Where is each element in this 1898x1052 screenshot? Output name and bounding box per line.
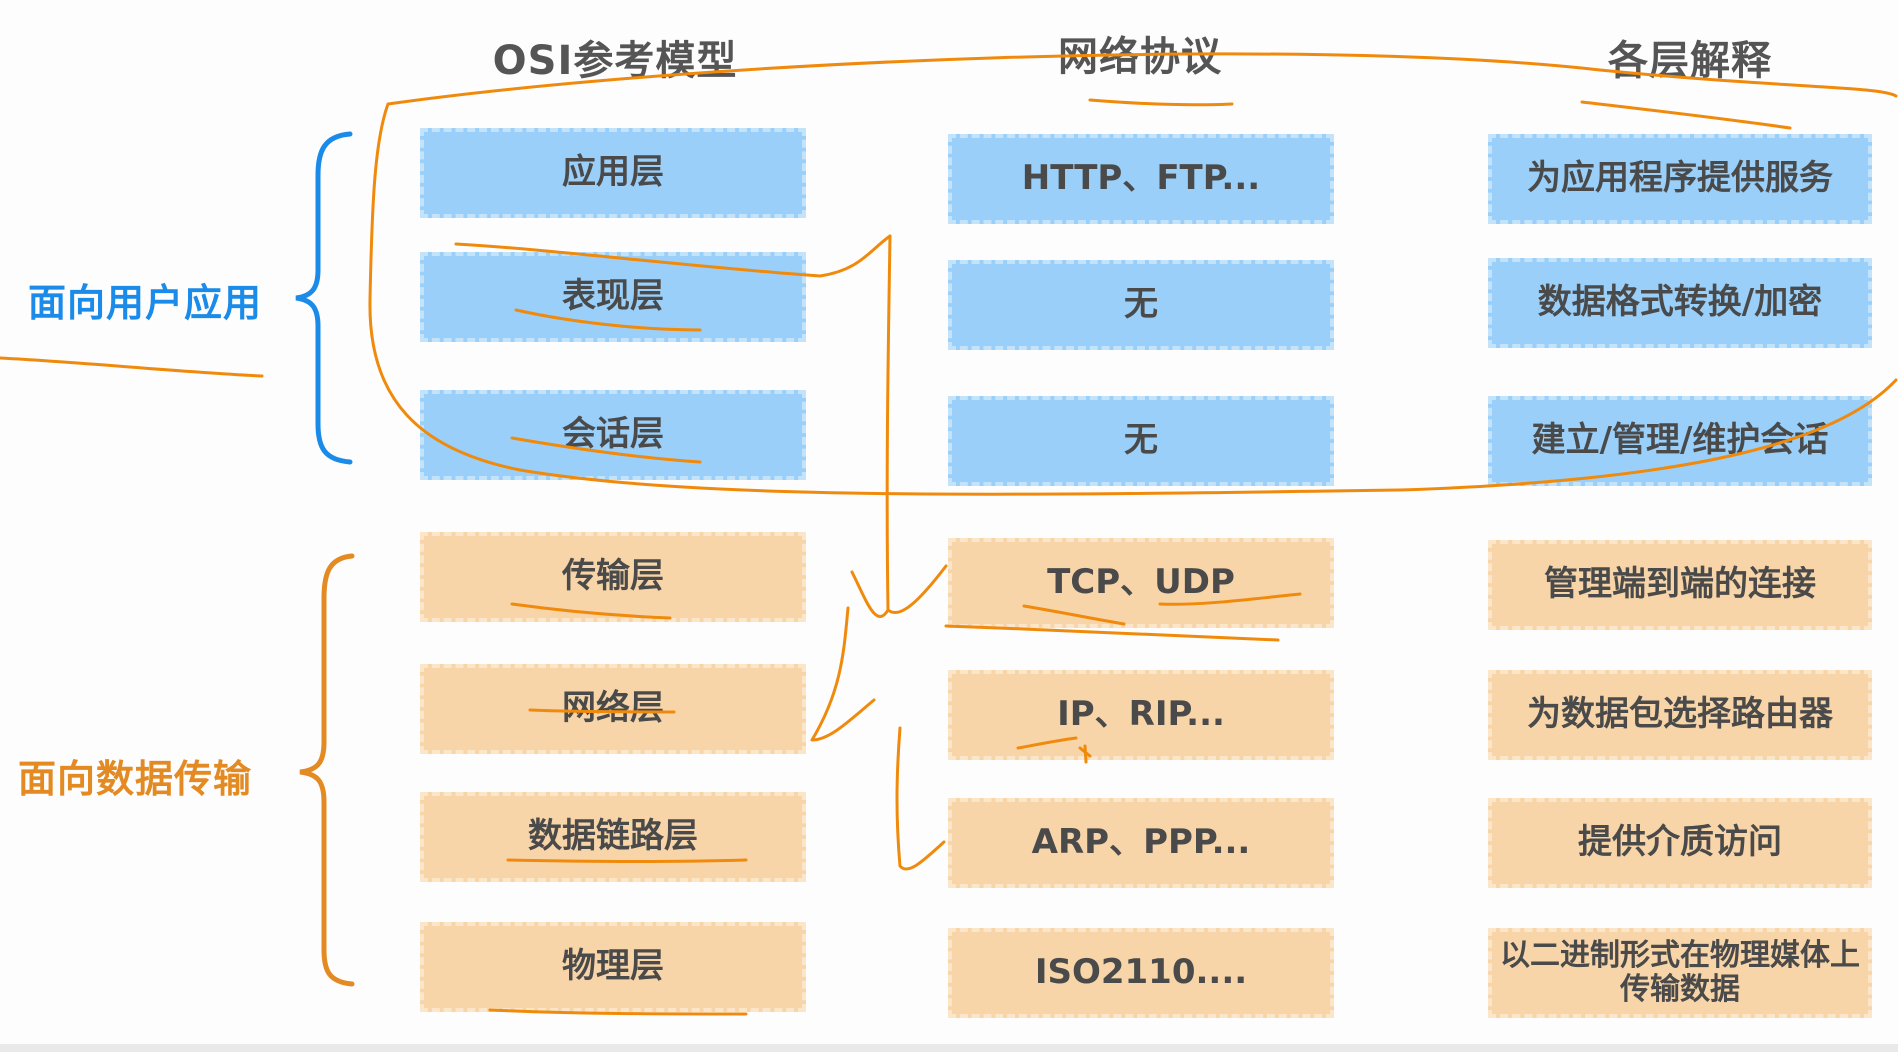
underline-explanation-header bbox=[1580, 100, 1792, 130]
arrow-to-data-link bbox=[895, 726, 946, 871]
orange-brace bbox=[299, 553, 355, 987]
protocol-session: 无 bbox=[948, 396, 1334, 486]
blue-brace bbox=[295, 131, 353, 465]
arrow-to-network bbox=[810, 606, 876, 742]
header-osi-model: OSI参考模型 bbox=[492, 38, 738, 84]
osi-layer-application: 应用层 bbox=[420, 128, 806, 218]
explanation-session: 建立/管理/维护会话 bbox=[1488, 396, 1872, 486]
bottom-bar bbox=[0, 1044, 1898, 1052]
explanation-data-link: 提供介质访问 bbox=[1488, 798, 1872, 888]
underline-tcp-udp bbox=[944, 624, 1280, 642]
explanation-transport: 管理端到端的连接 bbox=[1488, 540, 1872, 630]
osi-layer-presentation: 表现层 bbox=[420, 252, 806, 342]
osi-layer-data-link: 数据链路层 bbox=[420, 792, 806, 882]
protocol-transport: TCP、UDP bbox=[948, 538, 1334, 628]
header-layer-explanation: 各层解释 bbox=[1608, 38, 1772, 84]
osi-layer-network: 网络层 bbox=[420, 664, 806, 754]
osi-layer-physical: 物理层 bbox=[420, 922, 806, 1012]
underline-protocol-header bbox=[1088, 98, 1234, 107]
protocol-physical: ISO2110.... bbox=[948, 928, 1334, 1018]
arrow-down-to-transport bbox=[850, 234, 948, 618]
osi-layer-transport: 传输层 bbox=[420, 532, 806, 622]
protocol-presentation: 无 bbox=[948, 260, 1334, 350]
explanation-application: 为应用程序提供服务 bbox=[1488, 134, 1872, 224]
protocol-data-link: ARP、PPP... bbox=[948, 798, 1334, 888]
osi-layer-session: 会话层 bbox=[420, 390, 806, 480]
group-label-user-application: 面向用户应用 bbox=[28, 281, 263, 325]
annotation-left-stroke bbox=[0, 356, 264, 378]
header-network-protocol: 网络协议 bbox=[1058, 34, 1222, 80]
explanation-physical: 以二进制形式在物理媒体上传输数据 bbox=[1488, 928, 1872, 1018]
group-label-data-transfer: 面向数据传输 bbox=[18, 757, 253, 801]
explanation-network: 为数据包选择路由器 bbox=[1488, 670, 1872, 760]
explanation-presentation: 数据格式转换/加密 bbox=[1488, 258, 1872, 348]
protocol-network: IP、RIP... bbox=[948, 670, 1334, 760]
protocol-application: HTTP、FTP... bbox=[948, 134, 1334, 224]
